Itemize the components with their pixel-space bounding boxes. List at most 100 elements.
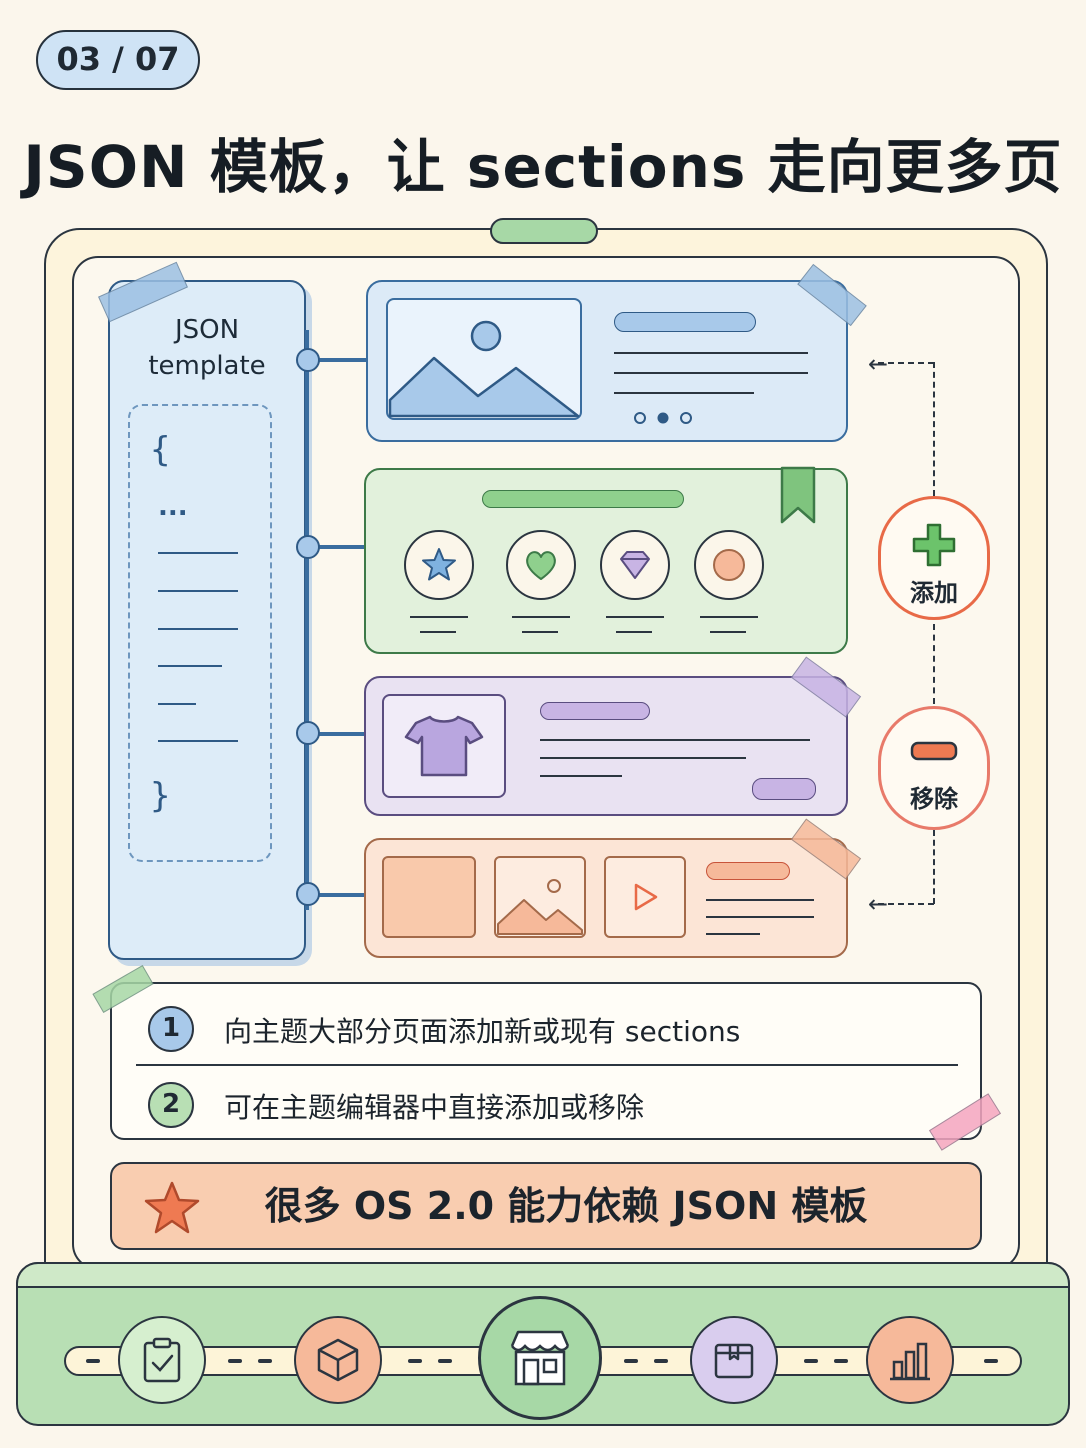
key-points-box <box>110 982 982 1140</box>
feature-caption-line <box>616 631 652 633</box>
dock-button-shipping[interactable] <box>690 1316 778 1404</box>
carousel-dots[interactable] <box>632 410 692 426</box>
dock-button-tasks[interactable] <box>118 1316 206 1404</box>
code-line <box>158 628 238 630</box>
media-video[interactable] <box>604 856 686 938</box>
board-handle <box>490 218 598 244</box>
feature-icon-star <box>404 530 474 600</box>
open-brace: { <box>150 430 171 470</box>
summary-banner <box>110 1162 982 1250</box>
mountain-image-icon <box>388 320 580 418</box>
flow-arrow-top <box>878 362 934 364</box>
add-button[interactable]: 添加 <box>878 496 990 620</box>
code-line <box>158 703 196 705</box>
connector-node <box>296 348 320 372</box>
tshirt-icon <box>404 715 484 777</box>
feature-caption-line <box>522 631 558 633</box>
flow-line <box>933 362 935 496</box>
hero-text-line <box>614 392 754 394</box>
track-dash <box>804 1359 818 1363</box>
dock-button-products[interactable] <box>294 1316 382 1404</box>
minus-icon <box>910 741 958 761</box>
json-code-block <box>128 404 272 862</box>
track-dash <box>984 1359 998 1363</box>
heart-icon <box>526 551 556 580</box>
code-line <box>158 590 238 592</box>
track-dash <box>86 1359 100 1363</box>
arrow-left-icon: ← <box>868 350 889 378</box>
hero-text-line <box>614 372 808 374</box>
point-text-2: 可在主题编辑器中直接添加或移除 <box>224 1091 645 1124</box>
product-image <box>382 694 506 798</box>
flow-arrow-bottom <box>878 903 934 905</box>
json-label-line1: JSON <box>174 315 240 345</box>
product-text-line <box>540 775 622 777</box>
star-icon <box>142 1180 202 1236</box>
image-icon <box>497 879 583 935</box>
media-text-line <box>706 916 814 918</box>
play-icon <box>634 883 658 911</box>
point-number-1: 1 <box>148 1006 194 1052</box>
media-image <box>494 856 586 938</box>
circle-icon <box>713 549 745 581</box>
dock-top-rim <box>16 1262 1070 1288</box>
code-line <box>158 740 238 742</box>
remove-label: 移除 <box>910 785 958 813</box>
hero-heading-bar <box>614 312 756 332</box>
diamond-icon <box>620 551 650 579</box>
features-heading-bar <box>482 490 684 508</box>
track-dash <box>624 1359 638 1363</box>
code-line <box>158 665 222 667</box>
point-number-2: 2 <box>148 1082 194 1128</box>
json-template-label: JSON template <box>108 312 306 384</box>
product-buy-button[interactable] <box>752 778 816 800</box>
connector-line <box>310 893 366 897</box>
json-label-line2: template <box>148 351 266 381</box>
hero-image-placeholder <box>386 298 582 420</box>
connector-node <box>296 721 320 745</box>
connector-node <box>296 535 320 559</box>
close-brace: } <box>150 776 171 816</box>
dock-button-store[interactable] <box>478 1296 602 1420</box>
track-dash <box>438 1359 452 1363</box>
bookmark-icon <box>780 466 816 524</box>
media-heading-bar <box>706 862 790 880</box>
connector-node <box>296 882 320 906</box>
feature-caption-line <box>512 616 570 618</box>
track-dash <box>228 1359 242 1363</box>
point-text-1: 向主题大部分页面添加新或现有 sections <box>224 1015 741 1048</box>
feature-caption-line <box>700 616 758 618</box>
connector-line <box>310 545 366 549</box>
connector-line <box>310 358 368 362</box>
product-text-line <box>540 757 746 759</box>
code-ellipsis: ... <box>158 492 188 522</box>
page-badge: 03 / 07 <box>36 30 200 90</box>
arrow-left-icon: ← <box>868 890 889 918</box>
product-text-line <box>540 739 810 741</box>
media-text-line <box>706 933 760 935</box>
track-dash <box>834 1359 848 1363</box>
storefront-icon <box>510 1330 570 1386</box>
bar-chart-icon <box>890 1342 930 1381</box>
plus-icon <box>912 523 956 567</box>
star-icon <box>422 548 456 581</box>
hero-text-line <box>614 352 808 354</box>
feature-icon-diamond <box>600 530 670 600</box>
clipboard-check-icon <box>143 1337 181 1383</box>
feature-caption-line <box>420 631 456 633</box>
box-icon <box>317 1338 359 1382</box>
track-dash <box>408 1359 422 1363</box>
product-heading-bar <box>540 702 650 720</box>
connector-spine <box>305 330 309 910</box>
carousel-dots-icon <box>634 412 692 424</box>
feature-icon-circle <box>694 530 764 600</box>
media-block <box>382 856 476 938</box>
flow-line <box>933 624 935 704</box>
code-line <box>158 552 238 554</box>
remove-button[interactable]: 移除 <box>878 706 990 830</box>
feature-caption-line <box>410 616 468 618</box>
dock-button-analytics[interactable] <box>866 1316 954 1404</box>
flow-line <box>933 830 935 904</box>
feature-caption-line <box>710 631 746 633</box>
media-text-line <box>706 899 814 901</box>
